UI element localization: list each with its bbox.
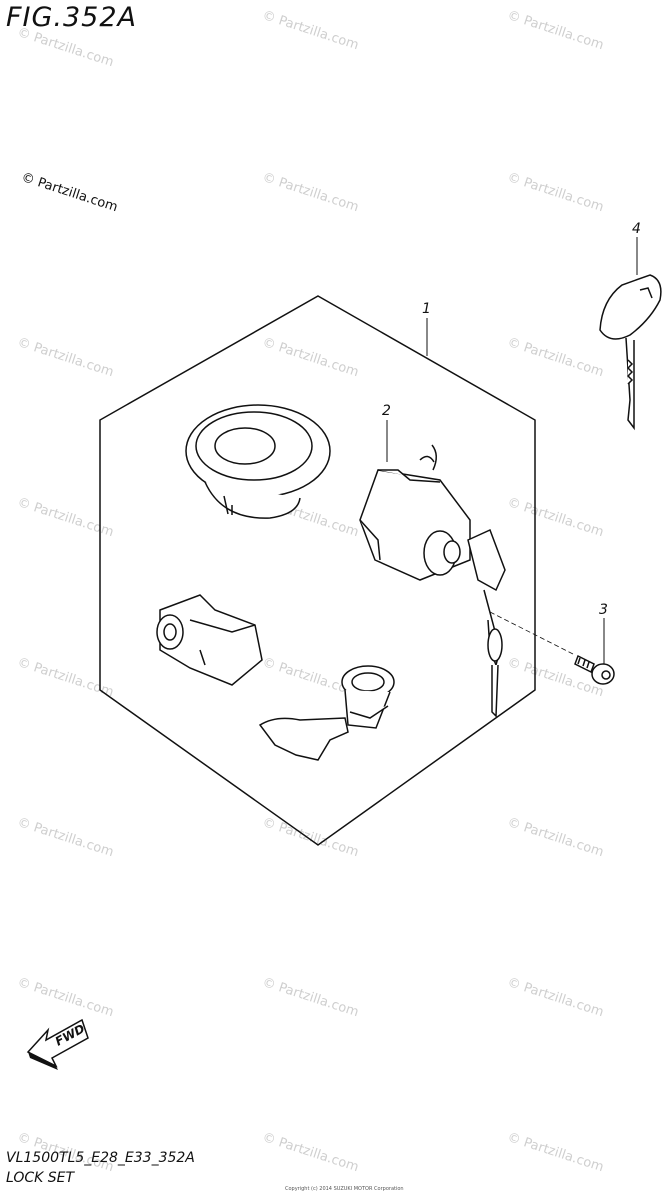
callout-4[interactable]: 4	[632, 221, 641, 275]
seat-lock-part[interactable]	[359, 444, 506, 718]
callout-3[interactable]: 3	[599, 602, 608, 665]
callout-3-label: 3	[599, 602, 608, 618]
callout-2-label: 2	[382, 403, 391, 419]
callout-1[interactable]: 1	[422, 301, 431, 356]
cylinder-lock-part[interactable]	[258, 665, 395, 761]
callout-2[interactable]: 2	[382, 403, 391, 462]
helmet-lock-part[interactable]	[156, 594, 263, 686]
screw-part[interactable]	[574, 654, 615, 685]
callout-4-label: 4	[632, 221, 641, 237]
footnote: Copyright (c) 2014 SUZUKI MOTOR Corporat…	[285, 1186, 404, 1192]
callout-1-label: 1	[422, 301, 431, 317]
figure-caption: LOCK SET	[6, 1170, 75, 1186]
fwd-arrow: FWD	[26, 1018, 89, 1070]
key-part[interactable]	[599, 274, 662, 431]
assembly-outline	[99, 295, 536, 846]
model-code: VL1500TL5_E28_E33_352A	[6, 1150, 195, 1166]
leader-line	[489, 611, 576, 656]
figure-title: FIG.352A	[6, 2, 138, 33]
fuel-cap-part[interactable]	[185, 404, 331, 519]
